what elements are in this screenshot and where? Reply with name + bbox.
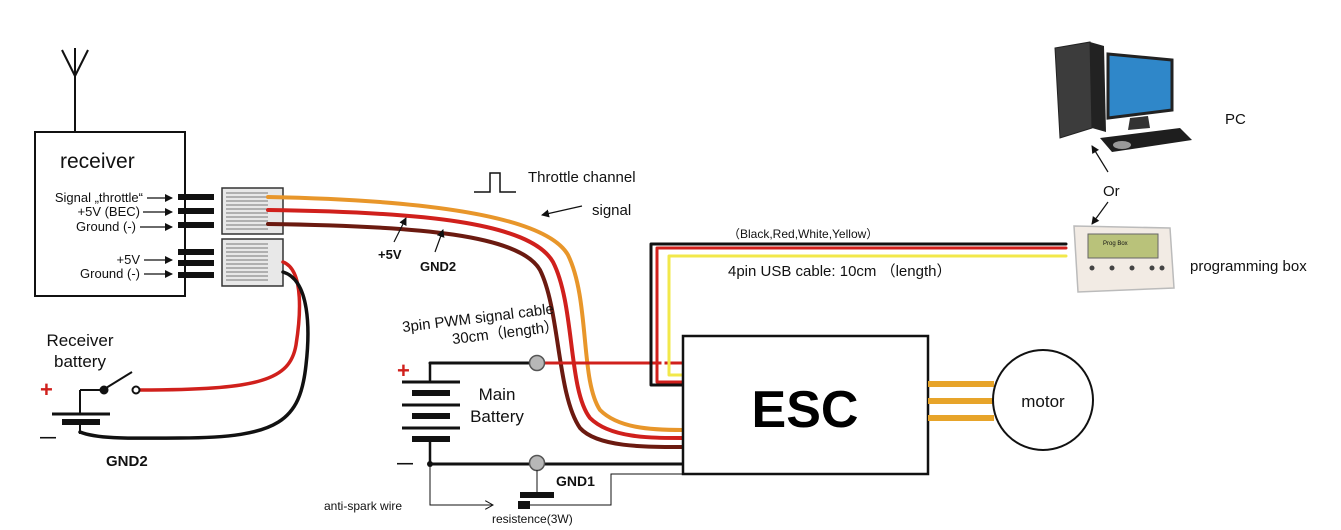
receiver-battery-symbol (52, 390, 110, 434)
usb-cable (649, 242, 1068, 387)
pwm-cable-label: 3pin PWM signal cable 30cm（length） (401, 301, 560, 348)
throttle-channel-label: Throttle channel (528, 169, 636, 186)
receiver-title: receiver (60, 150, 135, 173)
receiver-pin-bec: +5V (BEC) (78, 204, 141, 219)
esc-label: ESC (752, 381, 859, 439)
pwm-wire-signal (266, 195, 685, 432)
connector-2pin (221, 238, 284, 287)
receiver-pin-signal: Signal „throttle“ (55, 190, 143, 205)
usb-cable-label: 4pin USB cable: 10cm （length） (728, 263, 951, 280)
main-battery-label-1: Main (479, 385, 516, 404)
usb-colors-label: （Black,Red,White,Yellow） (728, 227, 878, 241)
receiver-battery-black-wire (78, 270, 310, 440)
main-battery-symbol (402, 380, 460, 442)
gnd2-arrow (434, 229, 445, 253)
programming-box-label: programming box (1190, 258, 1307, 275)
main-battery-minus: — (397, 455, 413, 472)
antenna-icon (61, 48, 89, 132)
receiver-gnd2-label: GND2 (106, 453, 148, 470)
receiver-battery-plus: + (40, 377, 53, 402)
resistance-label: resistence(3W) (492, 512, 573, 526)
motor-circle (992, 349, 1094, 451)
motor-wires (928, 381, 994, 421)
receiver-pin-arrows (140, 194, 173, 278)
esc-box (681, 334, 930, 476)
pwm-cable (266, 195, 685, 450)
main-battery-wires (428, 361, 685, 466)
usb-wire-white (661, 250, 1068, 380)
pc-icon (1054, 41, 1192, 152)
signal-arrow (541, 205, 583, 218)
anti-spark-wiring (429, 464, 683, 505)
receiver-battery-label-1: Receiver (46, 331, 113, 350)
pc-label: PC (1225, 111, 1246, 128)
programming-box-icon (1073, 225, 1175, 293)
receiver-pin-ground: Ground (-) (76, 219, 136, 234)
terminal-positive (528, 354, 546, 372)
plus5v-arrow (393, 217, 407, 243)
throttle-pulse-icon (474, 172, 516, 193)
plus5v-wire-label: +5V (378, 247, 402, 262)
receiver-pin-ground-2: Ground (-) (80, 266, 140, 281)
terminal-gnd1 (528, 454, 546, 472)
gnd1-label: GND1 (556, 473, 595, 489)
programming-box-screen-text: Prog Box (1103, 241, 1128, 247)
usb-wire-black (649, 242, 1068, 387)
main-battery-plus: + (397, 358, 410, 383)
receiver-pin-5v-2: +5V (117, 252, 141, 267)
pwm-wire-ground (266, 222, 685, 450)
receiver-battery-minus: — (40, 429, 56, 446)
signal-label: signal (592, 202, 631, 219)
receiver-pins (178, 194, 214, 278)
usb-wire-yellow (667, 254, 1068, 377)
main-battery-label-2: Battery (470, 407, 524, 426)
resistor-icon (520, 492, 554, 498)
or-label: Or (1103, 183, 1120, 200)
receiver-battery-label-2: battery (54, 352, 106, 371)
motor-label: motor (1021, 392, 1065, 411)
receiver-box (34, 131, 186, 297)
or-arrows (1091, 145, 1109, 225)
pwm-wire-5v (266, 208, 685, 440)
switch-icon (80, 371, 141, 395)
usb-wire-red (655, 246, 1068, 384)
resistor-body (518, 501, 530, 509)
gnd2-wire-label: GND2 (420, 259, 456, 274)
anti-spark-label: anti-spark wire (324, 499, 402, 513)
